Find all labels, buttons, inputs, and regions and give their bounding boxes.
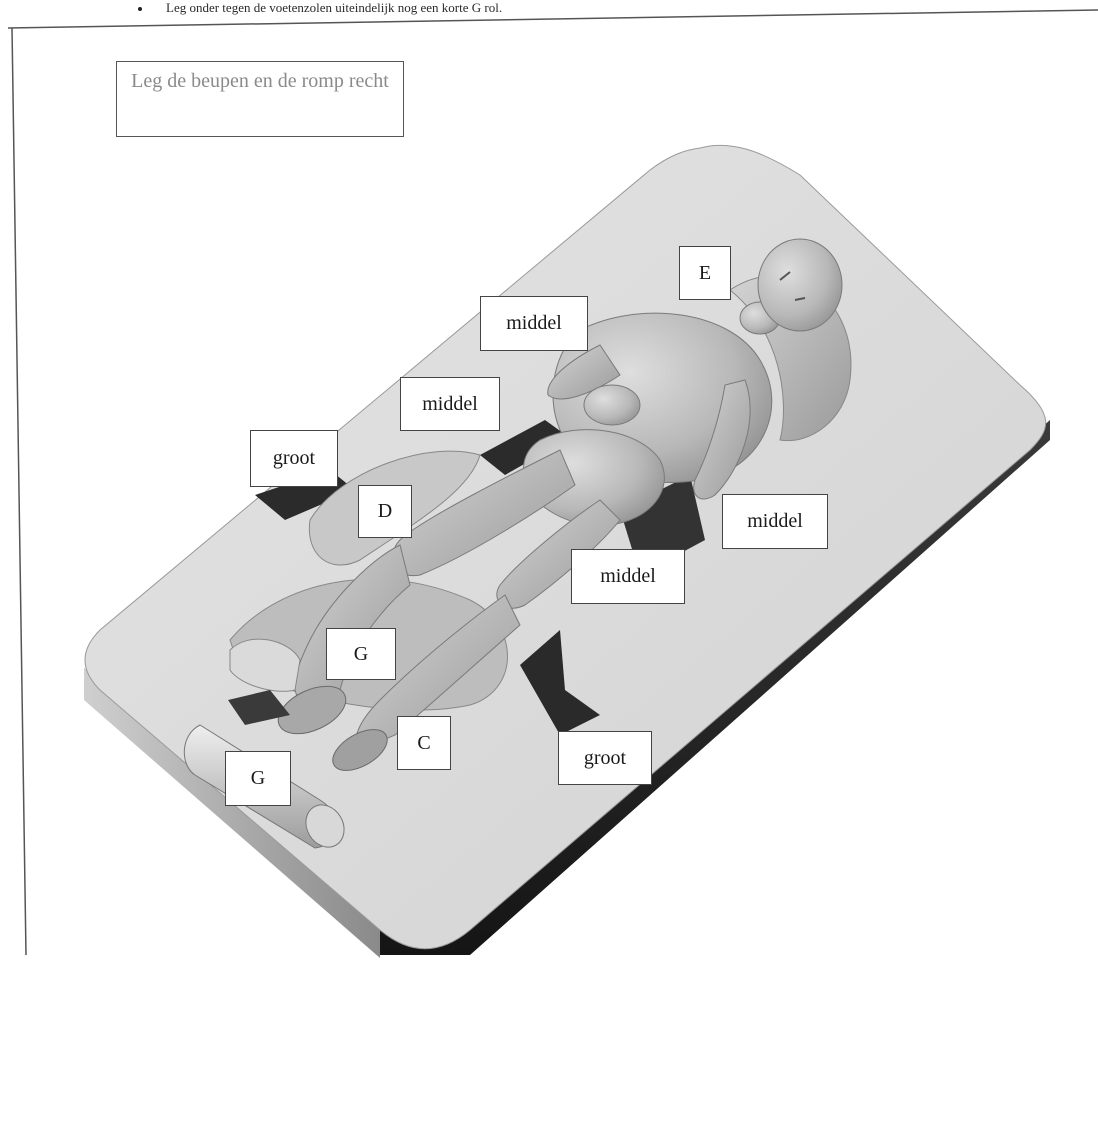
label-c: C bbox=[397, 716, 451, 770]
label-middel-2: middel bbox=[400, 377, 500, 431]
label-groot-1: groot bbox=[250, 430, 338, 487]
label-middel-3: middel bbox=[722, 494, 828, 549]
label-e: E bbox=[679, 246, 731, 300]
label-g-1: G bbox=[326, 628, 396, 680]
positioning-illustration bbox=[0, 0, 1098, 960]
label-d: D bbox=[358, 485, 412, 538]
label-groot-2: groot bbox=[558, 731, 652, 785]
label-g-2: G bbox=[225, 751, 291, 806]
label-middel-1: middel bbox=[480, 296, 588, 351]
label-middel-4: middel bbox=[571, 549, 685, 604]
instruction-caption: Leg de beupen en de romp recht bbox=[116, 61, 404, 137]
